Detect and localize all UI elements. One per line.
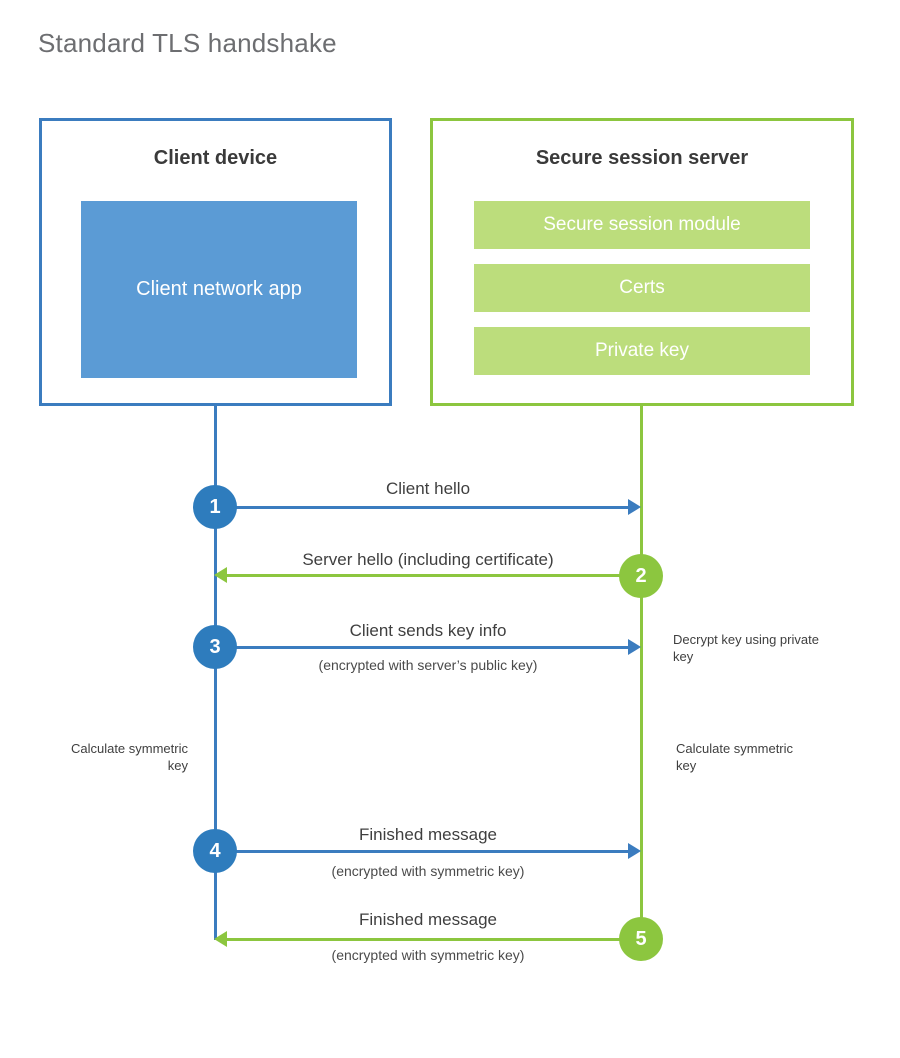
step-4-label: Finished message [359,825,497,844]
step-1-arrow-line [215,506,629,509]
server-component-label: Private key [595,340,689,361]
step-2-arrow-line [227,574,641,577]
client-device-title: Client device [153,147,278,169]
step-2-marker[interactable]: 2 [619,554,663,598]
step-3-arrow-head-icon [628,639,641,655]
step-2-label: Server hello (including certificate) [302,550,554,569]
step-1-arrow-head-icon [628,499,641,515]
server-component-private-key: Private key [474,327,810,375]
step-3-arrow-line [215,646,629,649]
step-5-arrow-head-icon [214,931,227,947]
server-component-label: Secure session module [543,214,741,235]
step-5-marker[interactable]: 5 [619,917,663,961]
step-2-number: 2 [635,564,647,587]
note-client-calculate-symmetric-key: Calculate symmetric key [70,741,188,774]
step-2-arrow-head-icon [214,567,227,583]
client-network-app-block: Client network app [81,201,357,378]
step-1-marker[interactable]: 1 [193,485,237,529]
client-network-app-label: Client network app [136,278,302,300]
client-device-box: Client device Client network app [39,118,392,406]
step-5-sublabel: (encrypted with symmetric key) [331,947,525,963]
step-4-sublabel: (encrypted with symmetric key) [331,863,525,879]
server-component-label: Certs [619,277,665,298]
step-5-label: Finished message [359,910,497,929]
step-1-label: Client hello [385,479,471,498]
note-server-calculate-symmetric-key: Calculate symmetric key [676,741,794,774]
step-5-number: 5 [635,927,647,950]
server-component-secure-session-module: Secure session module [474,201,810,249]
step-5-arrow-line [227,938,641,941]
secure-session-server-box: Secure session server Secure session mod… [430,118,854,406]
client-lifeline [214,403,217,940]
server-component-certs: Certs [474,264,810,312]
step-3-number: 3 [209,635,221,658]
page-title: Standard TLS handshake [38,28,337,58]
step-1-number: 1 [209,495,221,518]
server-lifeline [640,403,643,940]
step-3-sublabel: (encrypted with server’s public key) [318,657,538,673]
step-3-marker[interactable]: 3 [193,625,237,669]
step-4-number: 4 [209,839,221,862]
step-3-label: Client sends key info [349,621,507,640]
note-decrypt-key: Decrypt key using private key [673,632,819,665]
step-4-marker[interactable]: 4 [193,829,237,873]
step-4-arrow-line [215,850,629,853]
secure-session-server-title: Secure session server [535,147,749,169]
step-4-arrow-head-icon [628,843,641,859]
